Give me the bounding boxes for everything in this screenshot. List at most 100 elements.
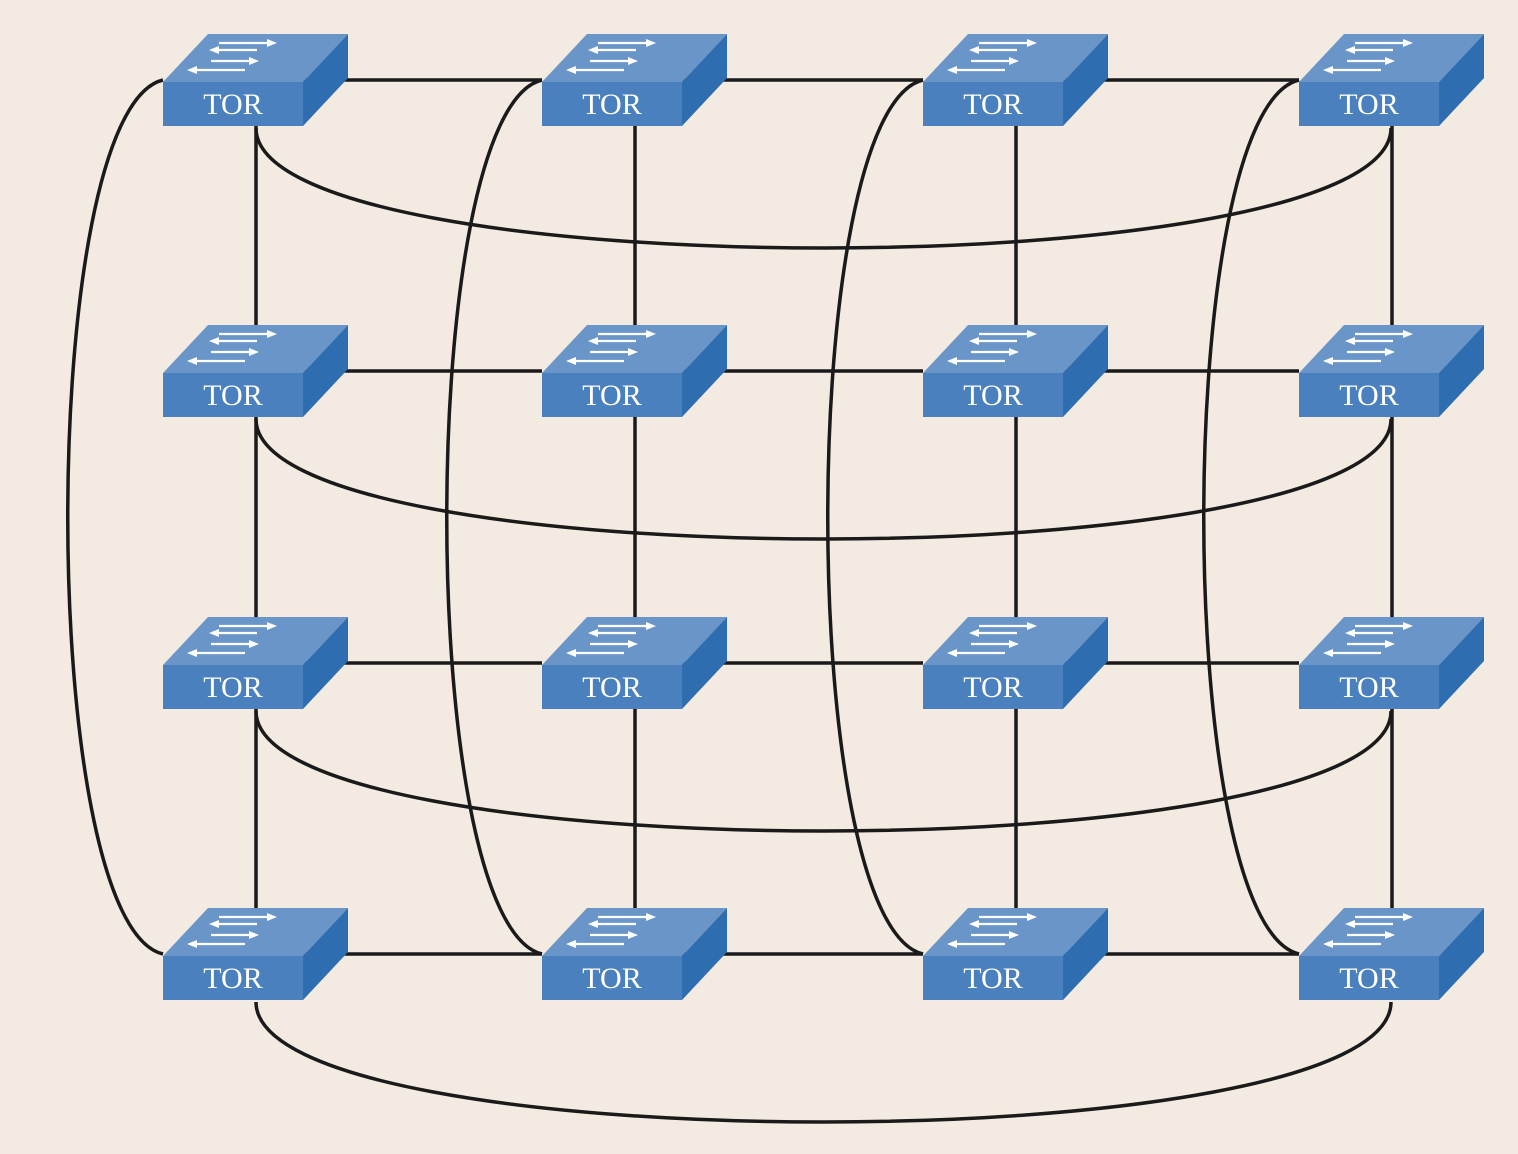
arrow-head — [1345, 920, 1355, 928]
arrow-head — [646, 622, 656, 630]
network-switch-icon — [566, 39, 656, 74]
arrow-head — [267, 622, 277, 630]
tor-switch: TOR — [923, 617, 1108, 709]
switch-front-face — [923, 665, 1063, 709]
switch-label: TOR — [963, 88, 1022, 121]
switch-label: TOR — [1339, 671, 1398, 704]
switch-label: TOR — [1339, 88, 1398, 121]
switch-front-face — [1299, 956, 1439, 1000]
switch-front-face — [923, 956, 1063, 1000]
arrow-head — [209, 629, 219, 637]
switch-label: TOR — [203, 962, 262, 995]
switch-label: TOR — [582, 379, 641, 412]
tor-switch: TOR — [1299, 908, 1484, 1000]
arrow-head — [209, 46, 219, 54]
arrow-head — [1323, 940, 1333, 948]
switch-side-face — [1063, 34, 1108, 126]
tor-switch: TOR — [1299, 325, 1484, 417]
tor-switch: TOR — [1299, 617, 1484, 709]
network-switch-icon — [566, 622, 656, 657]
arrow-head — [1009, 931, 1019, 939]
switch-front-face — [163, 956, 303, 1000]
arrow-head — [947, 649, 957, 657]
arrow-head — [187, 357, 197, 365]
arrow-head — [646, 39, 656, 47]
network-switch-icon — [1323, 330, 1413, 365]
arrow-head — [969, 629, 979, 637]
network-switch-icon — [566, 913, 656, 948]
arrow-head — [588, 920, 598, 928]
tor-switch: TOR — [923, 34, 1108, 126]
switch-side-face — [682, 617, 727, 709]
arrow-head — [1403, 913, 1413, 921]
network-switch-icon — [187, 622, 277, 657]
tor-switch: TOR — [163, 325, 348, 417]
switch-label: TOR — [582, 671, 641, 704]
arrow-head — [566, 66, 576, 74]
network-switch-icon — [1323, 622, 1413, 657]
network-switch-icon — [947, 39, 1037, 74]
arrow-head — [249, 57, 259, 65]
tor-switch: TOR — [542, 34, 727, 126]
tor-switch: TOR — [923, 908, 1108, 1000]
switch-label: TOR — [963, 379, 1022, 412]
arrow-head — [566, 649, 576, 657]
arrow-head — [969, 337, 979, 345]
arrow-head — [1027, 330, 1037, 338]
arrow-head — [1009, 57, 1019, 65]
switch-side-face — [303, 617, 348, 709]
arrow-head — [249, 348, 259, 356]
switch-side-face — [303, 325, 348, 417]
switch-side-face — [1063, 325, 1108, 417]
switches-layer: TOR TOR TOR TOR TOR TOR TOR TOR TOR TOR TOR TOR TOR T… — [163, 34, 1484, 1000]
switch-front-face — [542, 373, 682, 417]
arrow-head — [249, 931, 259, 939]
arrow-head — [1009, 640, 1019, 648]
switch-side-face — [1439, 908, 1484, 1000]
switch-front-face — [163, 373, 303, 417]
switch-label: TOR — [203, 379, 262, 412]
arrow-head — [588, 46, 598, 54]
network-switch-icon — [947, 913, 1037, 948]
arrow-head — [588, 337, 598, 345]
switch-front-face — [163, 665, 303, 709]
arrow-head — [1403, 330, 1413, 338]
arrow-head — [1027, 622, 1037, 630]
tor-switch: TOR — [163, 908, 348, 1000]
switch-label: TOR — [963, 671, 1022, 704]
switch-side-face — [303, 34, 348, 126]
arrow-head — [1323, 649, 1333, 657]
network-switch-icon — [947, 622, 1037, 657]
arrow-head — [1027, 39, 1037, 47]
switch-side-face — [682, 34, 727, 126]
tor-switch: TOR — [1299, 34, 1484, 126]
row-wraparound-link — [254, 418, 1393, 541]
arrow-head — [1345, 337, 1355, 345]
network-switch-icon — [187, 913, 277, 948]
column-wraparound-link — [66, 78, 164, 956]
switch-front-face — [542, 956, 682, 1000]
tor-switch: TOR — [542, 617, 727, 709]
switch-side-face — [1439, 617, 1484, 709]
switch-side-face — [682, 908, 727, 1000]
tor-switch: TOR — [163, 617, 348, 709]
network-switch-icon — [947, 330, 1037, 365]
arrow-head — [628, 348, 638, 356]
switch-side-face — [682, 325, 727, 417]
tor-switch: TOR — [542, 325, 727, 417]
switch-label: TOR — [1339, 962, 1398, 995]
switch-side-face — [1439, 34, 1484, 126]
switch-label: TOR — [1339, 379, 1398, 412]
switch-label: TOR — [582, 88, 641, 121]
network-switch-icon — [1323, 39, 1413, 74]
arrow-head — [187, 940, 197, 948]
switch-label: TOR — [963, 962, 1022, 995]
tor-switch: TOR — [923, 325, 1108, 417]
network-switch-icon — [566, 330, 656, 365]
arrow-head — [1323, 66, 1333, 74]
network-switch-icon — [187, 330, 277, 365]
column-wraparound-link — [1202, 78, 1300, 956]
arrow-head — [566, 357, 576, 365]
arrow-head — [267, 913, 277, 921]
